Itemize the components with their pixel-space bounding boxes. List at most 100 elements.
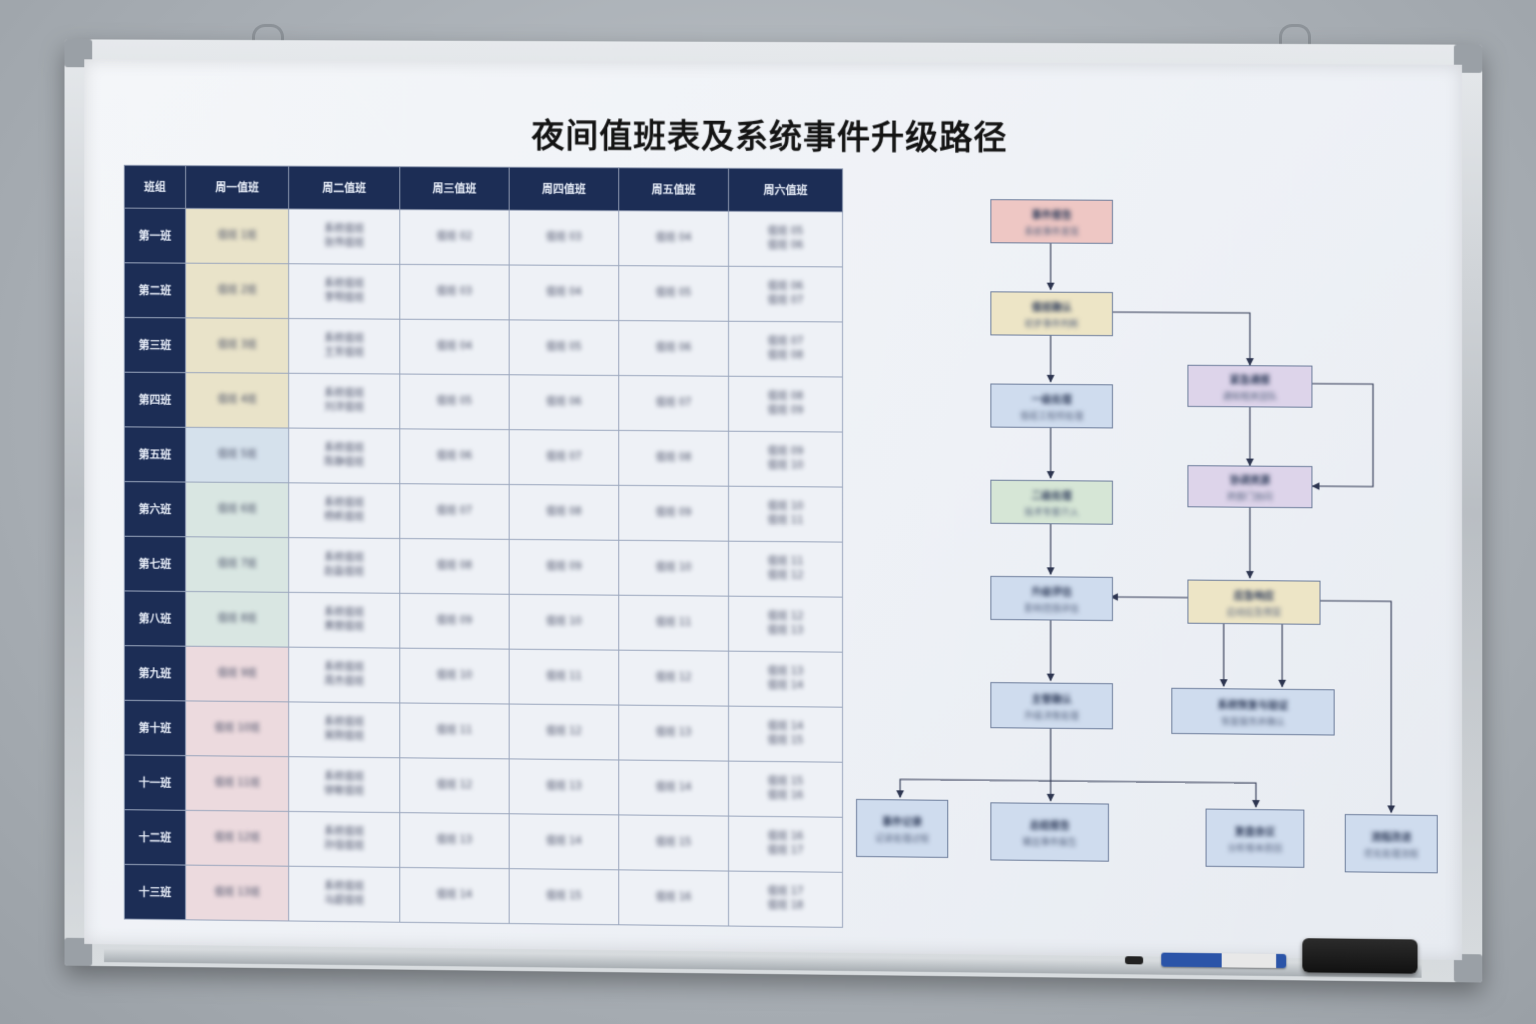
cell-text: 值班 08: [656, 451, 692, 465]
cell-text: 值班 4班: [218, 393, 257, 407]
table-cell: 值班 5班: [186, 427, 289, 483]
cell-text: 系统值班 马超值班: [324, 880, 364, 908]
table-cell: 值班 06: [400, 429, 509, 485]
cell-text: 值班 13: [437, 833, 473, 847]
table-row: 第二班值班 2班系统值班 李明值班值班 03值班 04值班 05值班 06 值班…: [124, 263, 842, 322]
table-cell: 系统值班 刘洋值班: [289, 373, 400, 429]
row-header: 第六班: [124, 482, 185, 537]
table-cell: 系统值班 王芳值班: [289, 319, 400, 375]
cell-text: 值班 08: [546, 505, 582, 519]
table-cell: 值班 06 值班 07: [729, 266, 843, 322]
table-cell: 系统值班 吴刚值班: [289, 702, 400, 758]
table-cell: 值班 06: [619, 321, 729, 377]
table-cell: 值班 1班: [186, 208, 289, 263]
row-header: 第十班: [124, 700, 185, 755]
cell-text: 值班 9班: [218, 667, 257, 681]
cell-text: 值班 10: [656, 561, 692, 575]
table-cell: 值班 08: [509, 485, 619, 541]
flow-node-subtitle: 技术专家介入: [1024, 504, 1078, 517]
cell-text: 值班 08: [437, 559, 473, 573]
flow-node-b2: 系统恢复与验证恢复服务并确认: [1171, 688, 1334, 736]
row-header: 第一班: [124, 208, 185, 263]
table-cell: 系统值班 徐敏值班: [289, 757, 400, 813]
table-row: 第三班值班 3班系统值班 王芳值班值班 04值班 05值班 06值班 07 值班…: [124, 317, 842, 377]
row-header: 第七班: [124, 536, 185, 591]
flow-node-p2: 协调资源跨部门协同: [1187, 465, 1312, 508]
row-header: 十一班: [124, 755, 185, 810]
cell-text: 值班 05: [656, 286, 692, 300]
table-cell: 值班 10: [509, 594, 619, 650]
cell-text: 值班 11: [546, 670, 582, 684]
flow-node-n3: 一级处理值班工程师处理: [990, 383, 1113, 428]
table-cell: 值班 15: [509, 869, 619, 925]
cell-text: 值班 07: [656, 396, 692, 410]
table-row: 十一班值班 11班系统值班 徐敏值班值班 12值班 13值班 14值班 15 值…: [124, 755, 842, 817]
flow-node-subtitle: 初步事件判断: [1024, 316, 1078, 329]
whiteboard-eraser[interactable]: [1302, 938, 1417, 974]
table-cell: 值班 13班: [186, 865, 289, 921]
cell-text: 值班 13: [546, 780, 582, 794]
row-header: 第八班: [124, 591, 185, 646]
cell-text: 值班 10 值班 11: [768, 500, 804, 528]
cell-text: 值班 07: [546, 450, 582, 464]
flow-node-n2: 值班确认初步事件判断: [990, 291, 1113, 336]
cell-text: 值班 09: [437, 614, 473, 628]
connector: [900, 779, 1051, 799]
table-cell: 值班 14: [509, 814, 619, 870]
table-cell: 值班 08: [400, 538, 509, 594]
table-cell: 值班 11班: [186, 756, 289, 812]
cell-text: 值班 11 值班 12: [768, 555, 804, 583]
table-row: 第八班值班 8班系统值班 黄丽值班值班 09值班 10值班 11值班 12 值班…: [124, 591, 842, 652]
cell-text: 值班 06 值班 07: [768, 280, 804, 308]
shift-schedule-table: 班组周一值班周二值班周三值班周四值班周五值班周六值班 第一班值班 1班系统值班 …: [124, 165, 843, 928]
cell-text: 值班 14: [437, 888, 473, 902]
cell-text: 值班 04: [437, 340, 473, 354]
flow-node-subtitle: 系统事件发现: [1024, 224, 1078, 237]
whiteboard: 夜间值班表及系统事件升级路径 班组周一值班周二值班周三值班周四值班周五值班周六值…: [65, 39, 1483, 982]
table-cell: 值班 15: [619, 815, 729, 871]
table-cell: 值班 08 值班 09: [729, 376, 843, 432]
column-header: 周六值班: [729, 168, 843, 212]
cell-text: 值班 14: [656, 781, 692, 795]
table-cell: 值班 16: [619, 870, 729, 926]
table-cell: 值班 11: [509, 649, 619, 705]
table-cell: 值班 12 值班 13: [729, 596, 843, 652]
table-row: 第九班值班 9班系统值班 周杰值班值班 10值班 11值班 12值班 13 值班…: [124, 646, 842, 708]
cell-text: 值班 3班: [218, 338, 257, 352]
cell-text: 值班 1班: [218, 229, 257, 243]
row-header: 第二班: [124, 263, 185, 318]
flow-node-o2: 总结报告输出事件报告: [990, 802, 1109, 861]
flow-node-subtitle: 升级决策处理: [1024, 708, 1078, 722]
cell-text: 值班 09: [656, 506, 692, 520]
table-cell: 值班 07: [509, 430, 619, 486]
cell-text: 值班 11: [656, 616, 692, 630]
table-cell: 值班 14: [619, 760, 729, 816]
flow-node-subtitle: 优化处理流程: [1364, 846, 1419, 860]
cell-text: 值班 7班: [218, 557, 257, 571]
column-header: 周三值班: [400, 167, 509, 210]
cell-text: 系统值班 赵磊值班: [324, 551, 364, 579]
whiteboard-marker[interactable]: [1161, 953, 1286, 969]
flow-node-title: 流程改进: [1371, 828, 1411, 844]
board-title: 夜间值班表及系统事件升级路径: [84, 107, 1462, 161]
column-header: 周二值班: [289, 166, 400, 209]
cell-text: 值班 12: [546, 725, 582, 739]
table-row: 第十班值班 10班系统值班 吴刚值班值班 11值班 12值班 13值班 14 值…: [124, 700, 842, 762]
flow-node-title: 应急响应: [1234, 586, 1274, 601]
table-row: 第一班值班 1班系统值班 张伟值班值班 02值班 03值班 04值班 05 值班…: [124, 208, 842, 267]
table-cell: 值班 02: [400, 210, 509, 265]
table-cell: 值班 14 值班 15: [729, 706, 843, 762]
table-cell: 值班 05: [509, 320, 619, 376]
cell-text: 值班 10: [546, 615, 582, 629]
table-row: 第五班值班 5班系统值班 陈静值班值班 06值班 07值班 08值班 09 值班…: [124, 427, 842, 487]
cell-text: 值班 03: [437, 285, 473, 299]
marker-cap[interactable]: [1125, 956, 1143, 964]
table-row: 第七班值班 7班系统值班 赵磊值班值班 08值班 09值班 10值班 11 值班…: [124, 536, 842, 597]
table-cell: 值班 4班: [186, 373, 289, 428]
cell-text: 值班 05 值班 06: [768, 225, 804, 253]
table-cell: 值班 7班: [186, 537, 289, 593]
table-cell: 值班 12: [400, 758, 509, 814]
cell-text: 值班 10: [437, 669, 473, 683]
table-cell: 值班 04: [509, 265, 619, 321]
row-header: 第五班: [124, 427, 185, 482]
